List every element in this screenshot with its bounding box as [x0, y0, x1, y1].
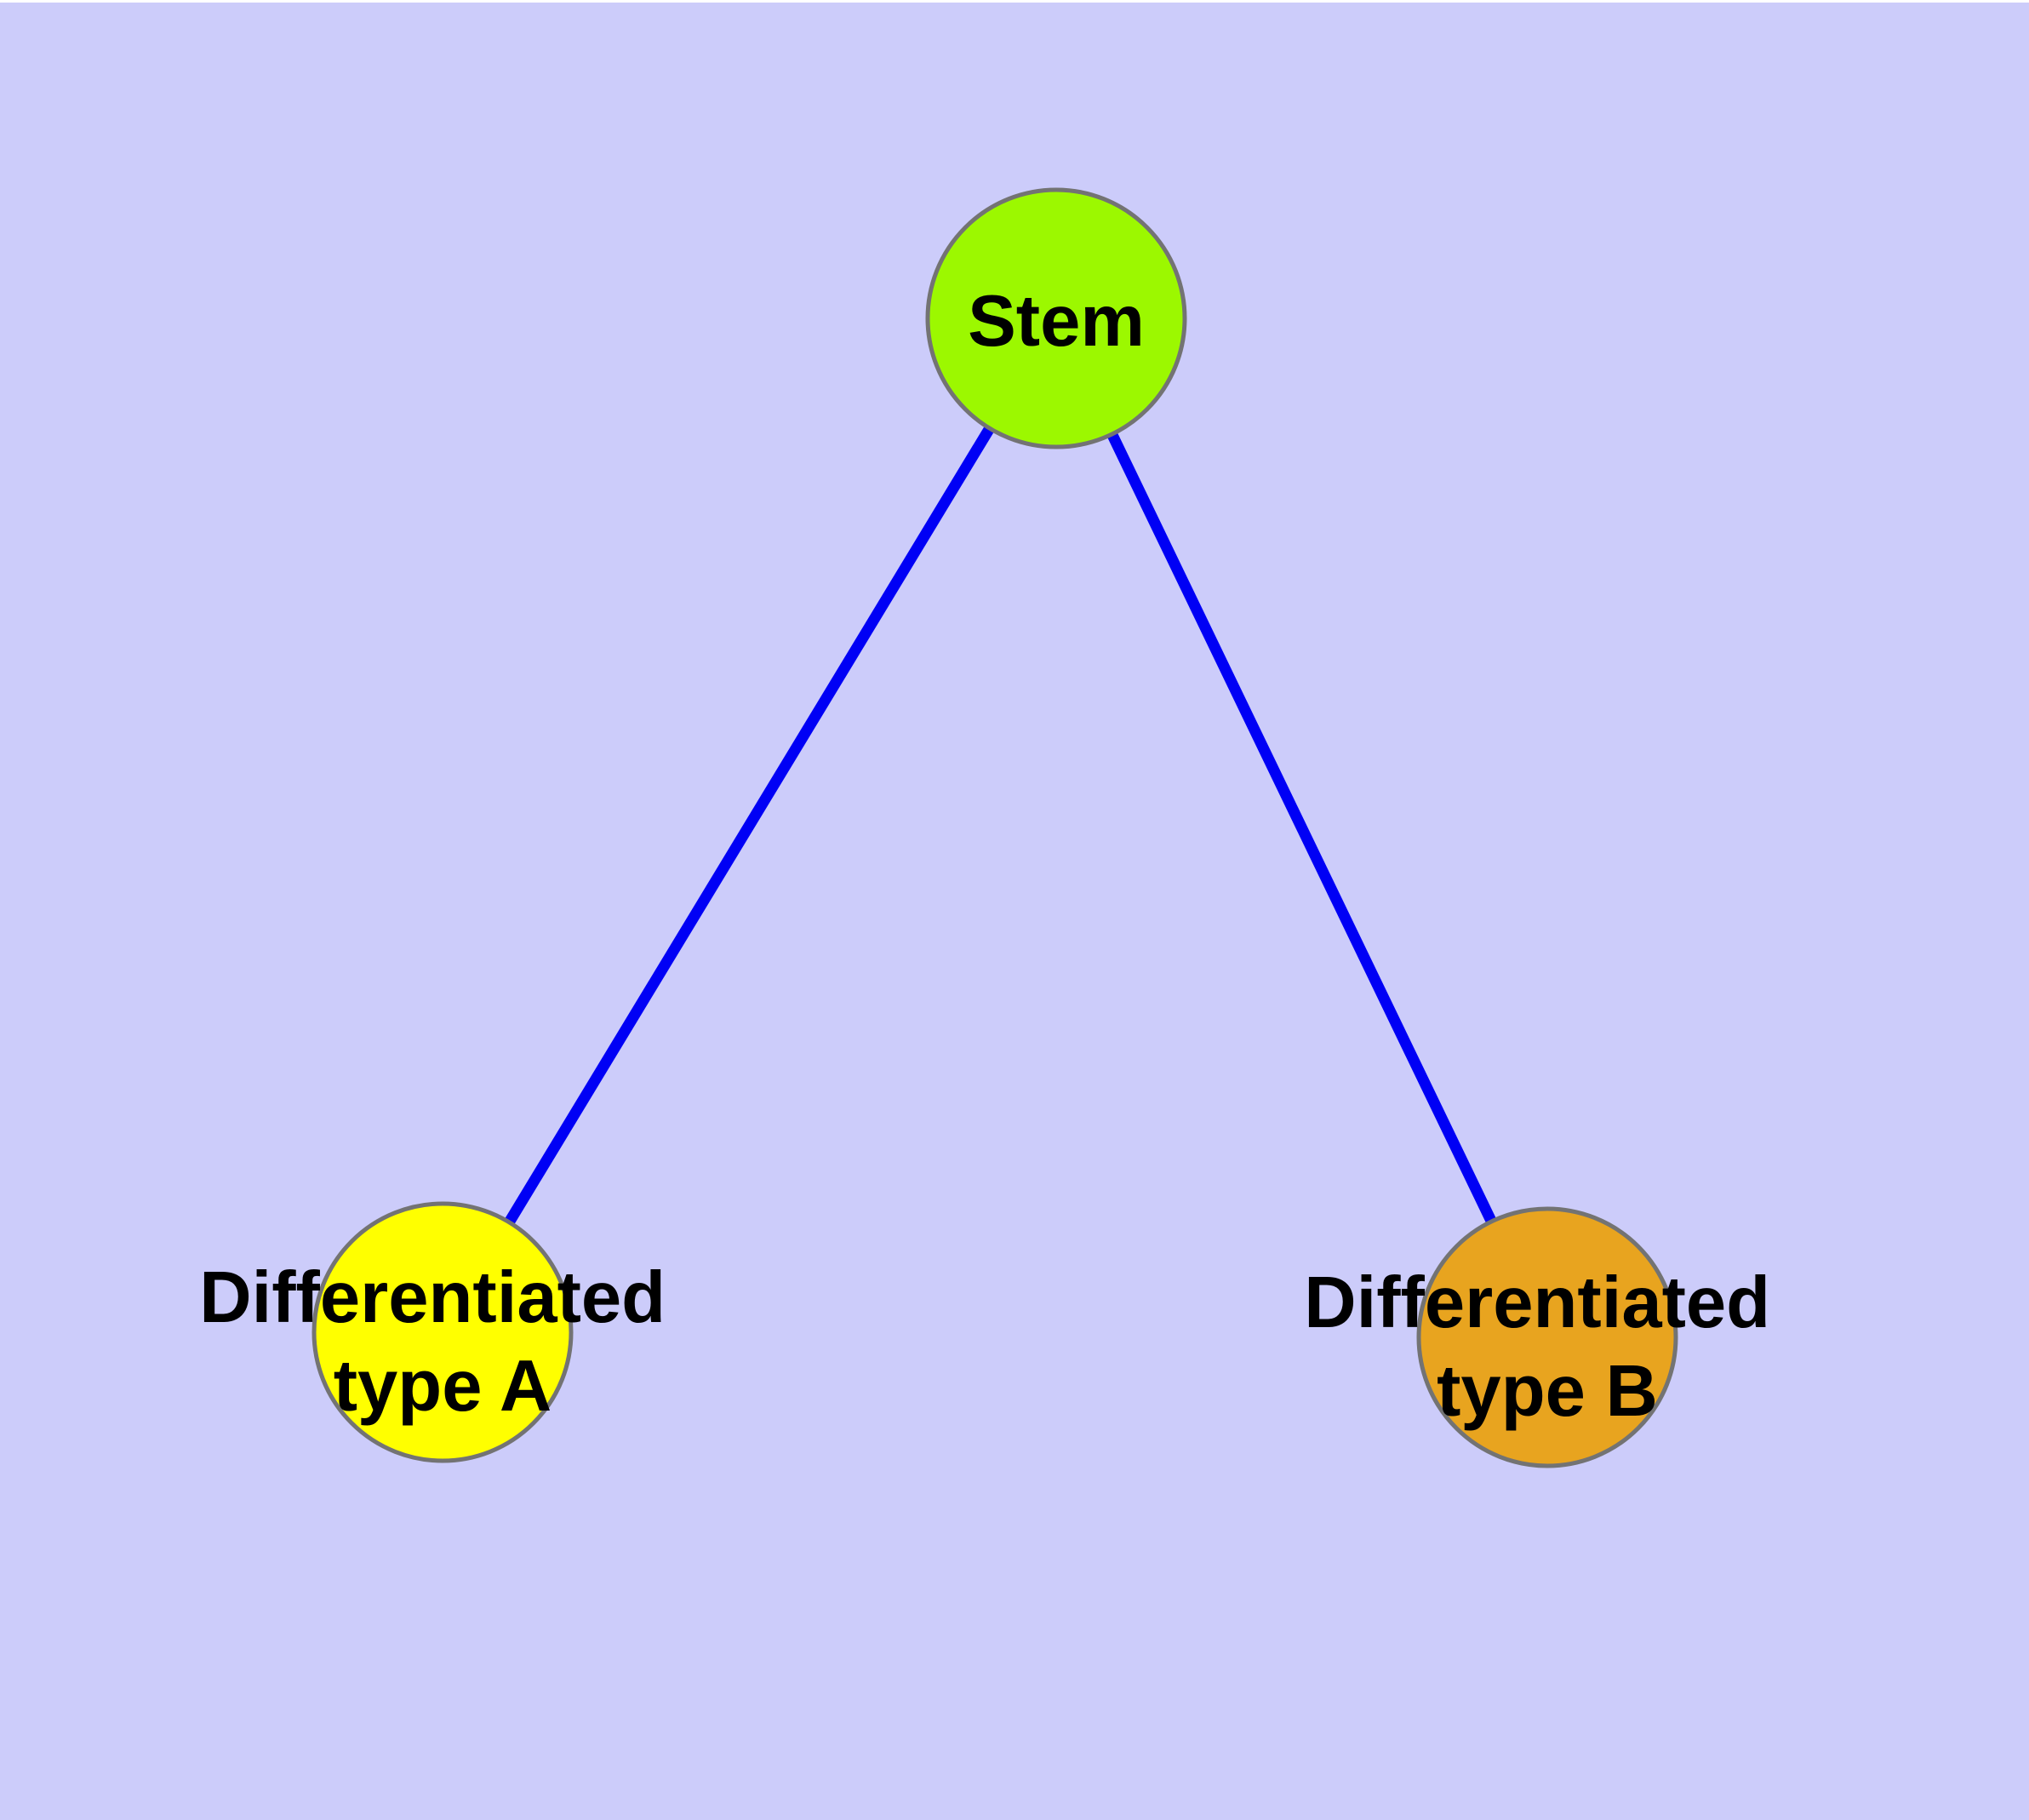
node-label-stem: Stem [968, 281, 1145, 362]
node-label-line: Differentiated [1304, 1262, 1770, 1343]
node-label-line: Differentiated [199, 1257, 666, 1338]
node-label-line: type B [1437, 1351, 1658, 1432]
node-stem [925, 187, 1187, 449]
edge-stem-to-type-a [437, 315, 1061, 1336]
node-differentiated-type-b [1416, 1206, 1678, 1468]
node-differentiated-type-a [311, 1201, 574, 1463]
node-label-differentiated-type-a: Differentiated type A [199, 1257, 685, 1427]
edge-stem-to-type-b [1051, 316, 1552, 1340]
node-label-line: type A [334, 1346, 552, 1427]
node-label-differentiated-type-b: Differentiated type B [1304, 1262, 1790, 1432]
